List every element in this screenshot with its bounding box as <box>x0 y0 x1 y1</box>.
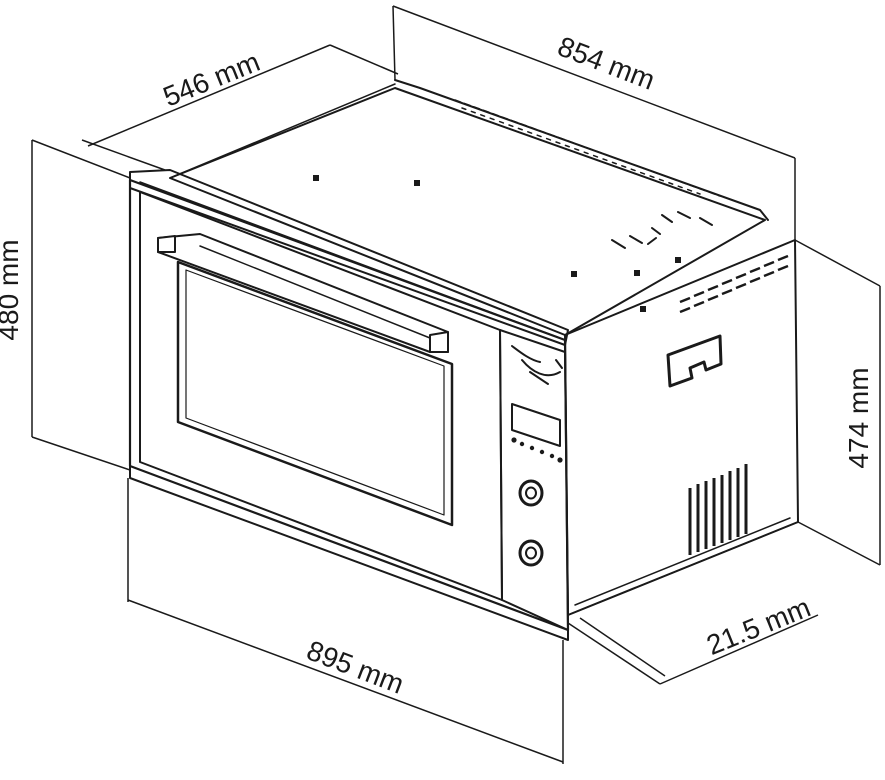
clock-display <box>511 403 561 447</box>
oven-door-handle <box>157 233 449 353</box>
control-buttons-row <box>511 437 563 463</box>
control-knob-lower <box>518 539 544 567</box>
side-handle-cutout <box>666 334 723 388</box>
dim-label-right-height: 474 mm <box>843 367 874 468</box>
dim-label-top-depth: 546 mm <box>159 46 264 113</box>
dim-label-frame-thickness: 21.5 mm <box>702 591 815 661</box>
oven-frame-lip <box>129 169 569 346</box>
oven-top-details <box>313 175 713 312</box>
oven-door-window <box>176 260 454 527</box>
side-vent-lower <box>688 464 748 555</box>
dimension-lines <box>31 5 881 764</box>
side-vent-upper <box>679 254 789 314</box>
control-knob-upper <box>518 479 544 507</box>
dim-label-bottom-width: 895 mm <box>303 635 409 700</box>
dim-label-left-height: 480 mm <box>0 239 24 340</box>
brand-logo-icon <box>511 345 563 385</box>
control-panel <box>499 329 569 631</box>
oven-side-details <box>666 254 789 555</box>
oven-top-panel <box>169 87 766 336</box>
oven-body <box>128 79 799 641</box>
